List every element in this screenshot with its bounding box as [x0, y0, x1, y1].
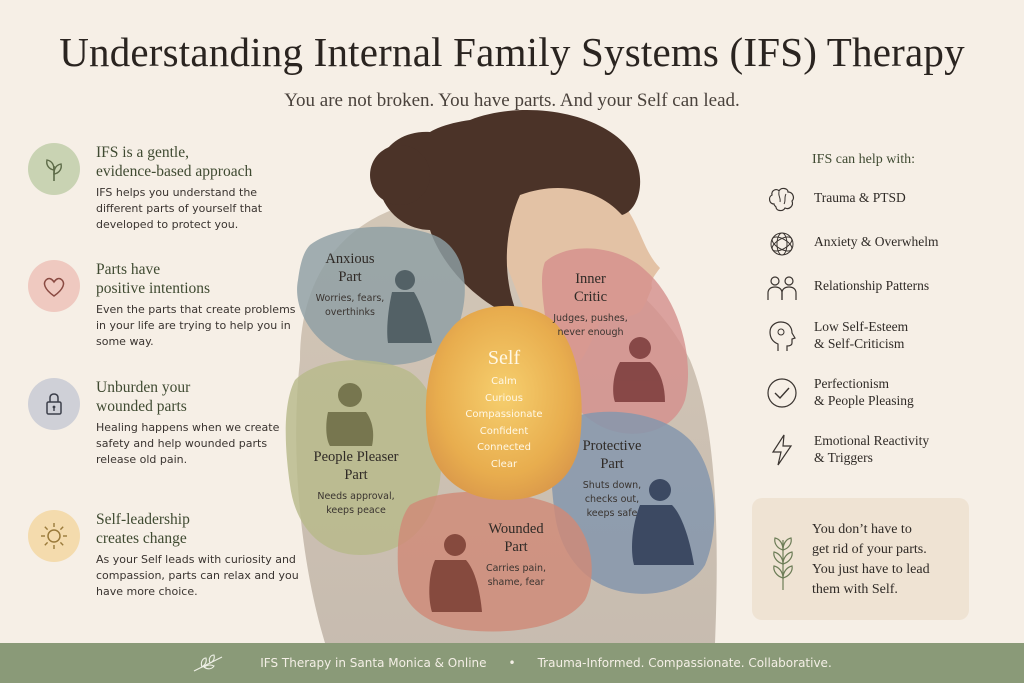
footer-bar: IFS Therapy in Santa Monica & Online • T…	[0, 643, 1024, 683]
wounded-figure	[429, 534, 482, 612]
tangle-icon	[770, 232, 794, 256]
footer-location: IFS Therapy in Santa Monica & Online	[260, 656, 487, 670]
head-profile-icon	[769, 321, 796, 351]
lightning-icon	[771, 434, 793, 466]
self-blob	[425, 305, 582, 500]
sun-icon	[28, 510, 80, 562]
sprout-icon	[28, 143, 80, 195]
footer-tagline: Trauma-Informed. Compassionate. Collabor…	[537, 656, 832, 670]
heart-icon	[28, 260, 80, 312]
left-item-body: IFS helps you understand the different p…	[96, 186, 263, 231]
hair-bun	[370, 145, 430, 205]
lock-icon	[28, 378, 80, 430]
help-item-reactivity: Emotional Reactivity& Triggers	[764, 432, 1004, 472]
pleaser-blob	[285, 360, 442, 555]
help-item-perfectionism: Perfectionism& People Pleasing	[764, 375, 1004, 415]
people-icon	[767, 276, 797, 300]
footer-separator: •	[508, 656, 516, 670]
help-list-title: IFS can help with:	[812, 152, 916, 167]
anxious-figure	[387, 270, 432, 343]
protective-figure	[632, 479, 694, 565]
quote-text: You don’t have to get rid of your parts.…	[812, 522, 930, 597]
quote-card: You don’t have to get rid of your parts.…	[752, 498, 969, 620]
self-label: Self Calm Curious Compassionate Confiden…	[465, 347, 543, 470]
hair	[377, 110, 641, 320]
left-item-body: Healing happens when we create safety an…	[96, 421, 280, 466]
help-item-trauma: Trauma & PTSD	[764, 182, 1004, 222]
leaf-branch-icon	[773, 537, 793, 590]
leaf-sprig-icon	[193, 654, 223, 672]
left-item-body: Even the parts that create problems in y…	[96, 303, 296, 348]
help-item-relationships: Relationship Patterns	[764, 270, 1004, 310]
help-item-self-esteem: Low Self-Esteem& Self-Criticism	[764, 318, 1004, 358]
page-title: Understanding Internal Family Systems (I…	[59, 29, 965, 75]
left-item-body: As your Self leads with curiosity and co…	[96, 553, 299, 598]
help-item-anxiety: Anxiety & Overwhelm	[764, 226, 1004, 266]
critic-figure	[613, 337, 665, 402]
page-subtitle: You are not broken. You have parts. And …	[284, 90, 740, 111]
pleaser-figure	[326, 383, 374, 446]
left-item-heading: IFS is a gentle,evidence-based approach	[96, 144, 253, 180]
brain-icon	[768, 187, 794, 212]
check-circle-icon	[767, 378, 797, 408]
